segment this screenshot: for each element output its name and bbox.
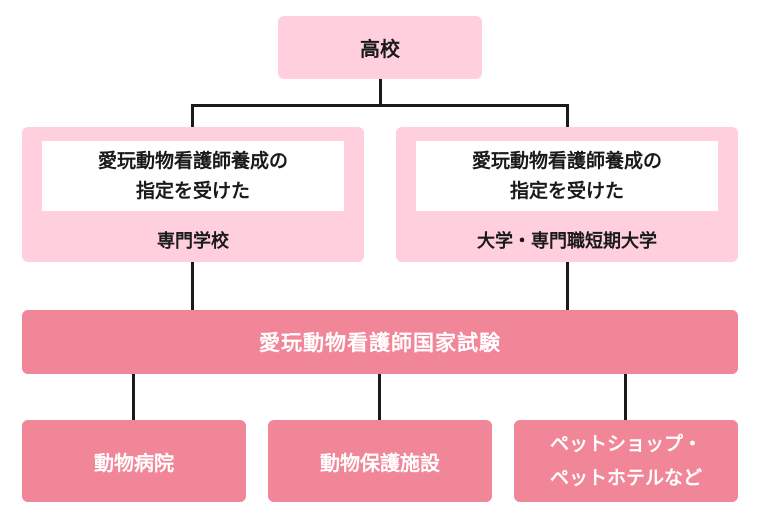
connector-top-vertical — [379, 79, 382, 106]
high-school-label: 高校 — [360, 37, 400, 61]
connector-left-school-out — [191, 262, 194, 310]
university-qualification-line2: 指定を受けた — [509, 180, 624, 202]
career-node-pet-shop: ペットショップ・ ペットホテルなど — [514, 420, 738, 502]
high-school-node: 高校 — [278, 16, 482, 79]
connector-top-horizontal — [191, 104, 569, 107]
university-qualification: 愛玩動物看護師養成の 指定を受けた — [416, 141, 718, 211]
career-label-animal-hospital: 動物病院 — [94, 450, 174, 475]
national-exam-node: 愛玩動物看護師国家試験 — [22, 310, 738, 374]
connector-left-school-in — [191, 104, 194, 129]
vocational-school-node: 愛玩動物看護師養成の 指定を受けた 専門学校 — [22, 127, 364, 262]
connector-exam-to-career-3 — [624, 374, 627, 420]
connector-exam-to-career-2 — [378, 374, 381, 420]
vocational-school-qualification-line1: 愛玩動物看護師養成の — [97, 150, 288, 172]
university-node: 愛玩動物看護師養成の 指定を受けた 大学・専門職短期大学 — [396, 127, 738, 262]
vocational-school-type: 専門学校 — [157, 231, 229, 252]
university-qualification-line1: 愛玩動物看護師養成の — [471, 150, 662, 172]
connector-right-school-in — [566, 104, 569, 129]
connector-right-school-out — [566, 262, 569, 310]
vocational-school-qualification-line2: 指定を受けた — [135, 180, 250, 202]
career-label-pet-shop-line1: ペットショップ・ — [549, 433, 702, 455]
national-exam-label: 愛玩動物看護師国家試験 — [259, 331, 501, 355]
career-node-animal-shelter: 動物保護施設 — [268, 420, 492, 502]
connector-exam-to-career-1 — [132, 374, 135, 420]
career-label-pet-shop-line2: ペットホテルなど — [549, 467, 702, 489]
career-label-animal-shelter: 動物保護施設 — [320, 450, 440, 475]
career-node-animal-hospital: 動物病院 — [22, 420, 246, 502]
vocational-school-qualification: 愛玩動物看護師養成の 指定を受けた — [42, 141, 344, 211]
university-type: 大学・専門職短期大学 — [477, 231, 657, 252]
